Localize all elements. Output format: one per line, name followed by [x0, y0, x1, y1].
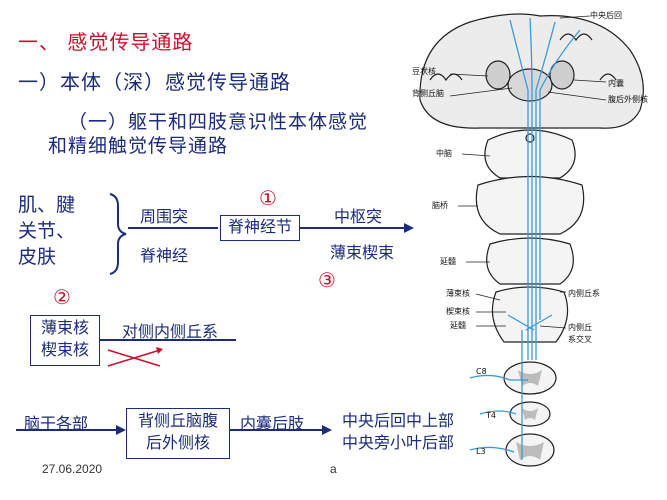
dorsal-root-c8 — [469, 374, 528, 381]
ptr-central-gyrus — [559, 15, 591, 19]
nucleus-box: 薄束核 楔束核 — [30, 315, 100, 366]
central-process-label: 中枢突 — [334, 207, 383, 226]
ptr-midbrain — [461, 153, 491, 157]
thalamus-shape — [507, 68, 553, 102]
thalamus-box: 背侧丘脑腹 后外侧核 — [126, 408, 230, 459]
lentiform-shape — [485, 60, 511, 90]
ptr-lentiform — [449, 73, 489, 77]
label-l3: L3 — [476, 447, 486, 456]
ptr-capsule — [573, 79, 607, 83]
thalamus-label-line2: 后外侧核 — [145, 433, 210, 452]
subsubsection-title-line2: 和精细触觉传导通路 — [48, 135, 229, 157]
pons-section — [475, 175, 585, 235]
source-joint: 关节、 — [18, 220, 76, 242]
aqueduct — [525, 133, 535, 143]
flow3-arrowhead-1 — [116, 425, 126, 435]
pathway-fiber-2 — [529, 17, 533, 360]
decussation-right — [525, 314, 553, 331]
pathway-fiber-3 — [535, 21, 556, 360]
label-medial-lemniscus: 内侧丘系 — [568, 288, 600, 298]
label-dorsal-thalamus: 背侧丘脑 — [412, 88, 444, 98]
label-central-gyrus: 中央后回 — [590, 10, 622, 20]
midbrain-section — [484, 129, 576, 179]
footer-mark: a — [330, 462, 337, 476]
upper-path-label: 周围突 — [140, 207, 189, 226]
label-decussation-2: 系交叉 — [568, 334, 592, 344]
label-pons: 脑桥 — [432, 200, 448, 210]
flow3-arrowhead-2 — [322, 425, 332, 435]
internal-capsule-label: 内囊后肢 — [240, 414, 305, 433]
label-medulla-lower: 延髓 — [450, 320, 466, 330]
gray-matter-l3 — [516, 442, 544, 460]
postcentral-gyrus-label: 中央后回中上部 — [342, 411, 455, 430]
gyri-pattern — [429, 33, 617, 82]
label-vpl: 腹后外侧核 — [608, 94, 648, 104]
medulla-section — [486, 237, 574, 285]
step-3-marker: ③ — [318, 268, 336, 292]
ptr-gracile — [475, 293, 501, 301]
lentiform-shape-right — [549, 60, 575, 90]
label-lentiform: 豆状核 — [412, 66, 436, 76]
label-t4: T4 — [485, 411, 496, 420]
footer-date: 27.06.2020 — [42, 462, 103, 476]
step-1-marker: ① — [259, 186, 277, 210]
contralateral-lemniscus-label: 对侧内侧丘系 — [122, 322, 219, 341]
label-midbrain: 中脑 — [436, 148, 452, 158]
label-internal-capsule: 内囊 — [608, 78, 624, 88]
dorsal-root-t4 — [479, 410, 517, 415]
lower-medulla-section — [491, 286, 569, 343]
label-cuneate-nucleus: 楔束核 — [446, 306, 470, 316]
label-decussation-1: 内侧丘 — [568, 322, 592, 332]
subsection-title: 一）本体（深）感觉传导通路 — [18, 70, 291, 94]
label-c8: C8 — [476, 367, 487, 376]
pathway-fiber-4 — [539, 29, 581, 320]
cuneate-nucleus-label: 楔束核 — [40, 340, 89, 359]
decussation-left — [507, 314, 535, 331]
gray-matter-c8 — [518, 370, 542, 386]
thalamus-label-line1: 背侧丘脑腹 — [137, 411, 218, 430]
flow1-arrowhead — [404, 223, 414, 233]
ptr-thalamus — [449, 87, 513, 97]
cortex-destination: 中央后回中上部 中央旁小叶后部 — [342, 410, 454, 454]
dorsal-root-l3 — [469, 446, 515, 453]
subsubsection-title-line1: （一）躯干和四肢意识性本体感觉 — [68, 111, 369, 133]
section-title: 一、 感觉传导通路 — [18, 30, 194, 54]
spinal-ganglion-box: 脊神经节 — [220, 215, 300, 241]
crossing-arrowhead — [156, 347, 163, 354]
source-muscle-tendon: 肌、腱 — [18, 194, 76, 216]
label-medulla: 延髓 — [440, 256, 456, 266]
source-brace — [109, 193, 127, 275]
source-skin: 皮肤 — [18, 246, 57, 268]
ptr-vpl — [547, 91, 607, 101]
crossing-line-b — [107, 349, 161, 367]
pathway-fiber-1 — [509, 19, 529, 360]
source-list: 肌、腱 关节、 皮肤 — [18, 192, 98, 270]
lower-path-label: 脊神经 — [140, 246, 189, 265]
gray-matter-t4 — [522, 408, 538, 420]
step-2-marker: ② — [53, 285, 71, 309]
label-gracile-nucleus: 薄束核 — [446, 288, 470, 298]
gracile-cuneate-tract-label: 薄束楔束 — [330, 243, 395, 262]
ptr-decussation — [539, 325, 567, 329]
brainstem-source-label: 脑干各部 — [24, 414, 89, 433]
gracile-nucleus-label: 薄束核 — [40, 318, 89, 337]
paracentral-lobule-label: 中央旁小叶后部 — [342, 433, 455, 452]
